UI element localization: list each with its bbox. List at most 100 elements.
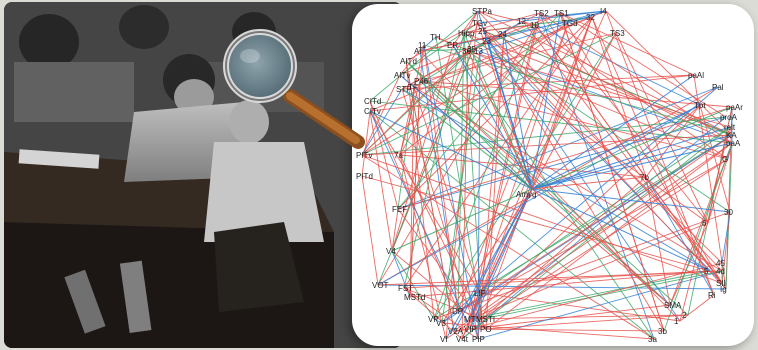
- network-edge: [469, 24, 537, 320]
- network-edge: [539, 12, 733, 144]
- node-label: FEF: [392, 205, 407, 214]
- node-label: DP: [452, 307, 463, 316]
- network-edges: [361, 10, 733, 340]
- network-edge: [391, 44, 454, 252]
- network-edge: [645, 176, 671, 306]
- network-edge: [369, 110, 481, 294]
- node-label: MSTI: [476, 315, 495, 324]
- network-edge: [433, 318, 443, 324]
- node-label: 6: [702, 219, 707, 228]
- network-edge: [481, 270, 723, 320]
- network-edge: [419, 44, 425, 82]
- hub-edge: [405, 60, 533, 190]
- node-label: Pal: [712, 83, 724, 92]
- node-label: 32: [586, 13, 595, 22]
- network-edge: [405, 60, 435, 320]
- network-edge: [409, 80, 421, 298]
- network-edge: [463, 12, 541, 34]
- network-edge: [413, 86, 481, 294]
- network-edge: [377, 86, 719, 286]
- node-label: 23: [482, 37, 491, 46]
- node-label-amyg: Amyg: [516, 190, 536, 199]
- classroom-photo-illustration: [4, 2, 402, 348]
- network-edge: [409, 86, 415, 298]
- node-label: TS1: [554, 9, 569, 18]
- network-edge: [391, 208, 399, 252]
- node-label: VI: [440, 335, 448, 344]
- network-edge: [469, 22, 569, 320]
- network-edge: [441, 134, 733, 324]
- hub-edge: [445, 188, 533, 340]
- hub-edge: [531, 16, 593, 190]
- node-label: MSTd: [404, 293, 425, 302]
- network-edge: [535, 24, 727, 290]
- node-label: paAr: [726, 103, 743, 112]
- node-label: 13: [474, 47, 483, 56]
- hub-edge: [369, 110, 533, 190]
- network-edge: [469, 328, 665, 332]
- node-label: 3b: [658, 327, 667, 336]
- hub-edge: [487, 40, 533, 190]
- node-label: KA: [726, 131, 737, 140]
- network-edge: [419, 48, 474, 52]
- network-edge: [663, 142, 733, 332]
- node-label: 30: [724, 208, 733, 217]
- network-edge: [419, 50, 681, 322]
- network-edge: [693, 74, 727, 290]
- hub-edge: [531, 142, 733, 190]
- node-label: TH: [430, 33, 441, 42]
- network-edge: [679, 126, 731, 322]
- hub-edge: [452, 44, 533, 190]
- network-edge: [397, 116, 727, 210]
- hub-edge: [503, 33, 533, 190]
- network-edge: [399, 44, 425, 76]
- hub-edge: [531, 126, 731, 190]
- network-edge: [457, 22, 569, 312]
- node-label: 4d: [716, 267, 725, 276]
- node-label: SII: [716, 279, 726, 288]
- network-edge: [377, 48, 474, 286]
- network-edge: [419, 80, 729, 160]
- node-label: TGv: [472, 19, 487, 28]
- network-edge: [485, 142, 733, 330]
- hub-edge: [531, 188, 731, 213]
- hub-edge: [461, 188, 533, 340]
- network-edge: [522, 20, 727, 290]
- node-label: TS3: [610, 29, 625, 38]
- network-edge: [721, 211, 731, 284]
- hub-edge: [401, 88, 533, 190]
- network-edge: [403, 32, 465, 289]
- network-edge: [405, 22, 479, 62]
- network-edge: [435, 36, 483, 320]
- network-edge: [469, 314, 689, 320]
- node-label: 25: [478, 27, 487, 36]
- network-edge: [361, 154, 655, 340]
- node-label: ER: [447, 41, 458, 50]
- hub-edge: [463, 32, 533, 190]
- node-label: 3a: [648, 335, 657, 344]
- node-label: 12: [517, 17, 526, 26]
- network-edge: [461, 126, 731, 340]
- network-edge: [369, 100, 399, 210]
- node-label: I4: [600, 7, 607, 16]
- node-label: 11: [418, 41, 427, 50]
- network-edge: [401, 33, 505, 90]
- node-label: PITv: [356, 151, 372, 160]
- hub-edge: [441, 188, 533, 324]
- network-edge: [463, 32, 731, 213]
- node-label: CITv: [364, 107, 381, 116]
- node-label: AITd: [400, 57, 417, 66]
- network-edge: [405, 60, 671, 306]
- network-edge: [483, 30, 665, 332]
- network-edge: [441, 50, 481, 324]
- network-edge: [403, 16, 593, 289]
- node-label: FST: [398, 284, 413, 293]
- network-edge: [369, 110, 393, 252]
- network-edge: [452, 10, 479, 46]
- network-edge: [721, 211, 731, 264]
- node-label: V3: [436, 319, 446, 328]
- network-edge: [729, 126, 733, 136]
- node-label: 35: [467, 45, 476, 54]
